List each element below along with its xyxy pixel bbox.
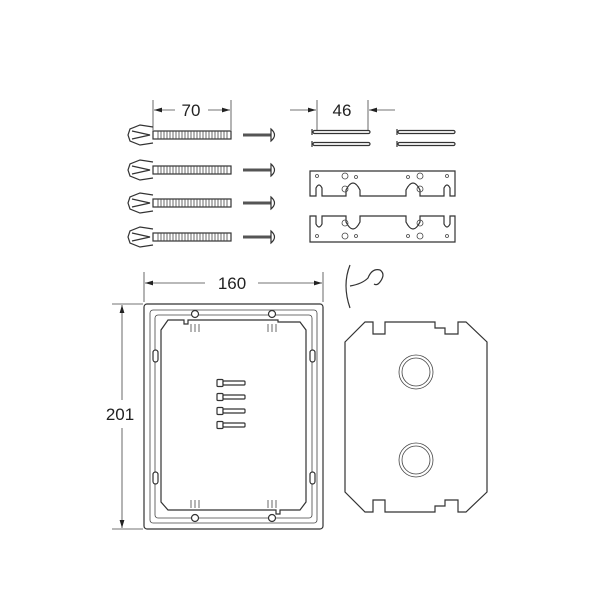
mounting-bracket-top: [309, 170, 456, 197]
bolt-3: [216, 406, 246, 416]
dimension-70: 70: [152, 100, 232, 130]
suction-hook: [345, 264, 384, 309]
dimension-160: 160: [143, 272, 324, 302]
dimension-46: 46: [290, 100, 395, 130]
anchor-3: [127, 192, 276, 214]
bolt-set: [216, 378, 246, 430]
bolt-2: [216, 392, 246, 402]
dimension-label-46: 46: [333, 101, 352, 120]
screw-4: [243, 229, 276, 245]
mounting-plate: [344, 321, 488, 513]
screw-2: [243, 162, 276, 178]
dimension-label-160: 160: [218, 274, 246, 293]
pin-3: [396, 129, 456, 135]
mounting-bracket-bottom: [309, 215, 456, 243]
dimension-label-201: 201: [106, 405, 134, 424]
cover-frame: [143, 303, 324, 530]
pin-2: [311, 141, 371, 147]
pin-1: [311, 129, 371, 135]
bolt-1: [216, 378, 246, 388]
anchor-1: [127, 124, 276, 146]
pin-4: [396, 141, 456, 147]
wall-anchors: [127, 124, 276, 248]
screw-3: [243, 195, 276, 211]
screw-1: [243, 127, 276, 143]
long-pins: [311, 129, 456, 147]
dimension-201: 201: [106, 303, 143, 530]
dimension-label-70: 70: [182, 101, 201, 120]
anchor-4: [127, 226, 276, 248]
bolt-4: [216, 420, 246, 430]
anchor-2: [127, 159, 276, 181]
